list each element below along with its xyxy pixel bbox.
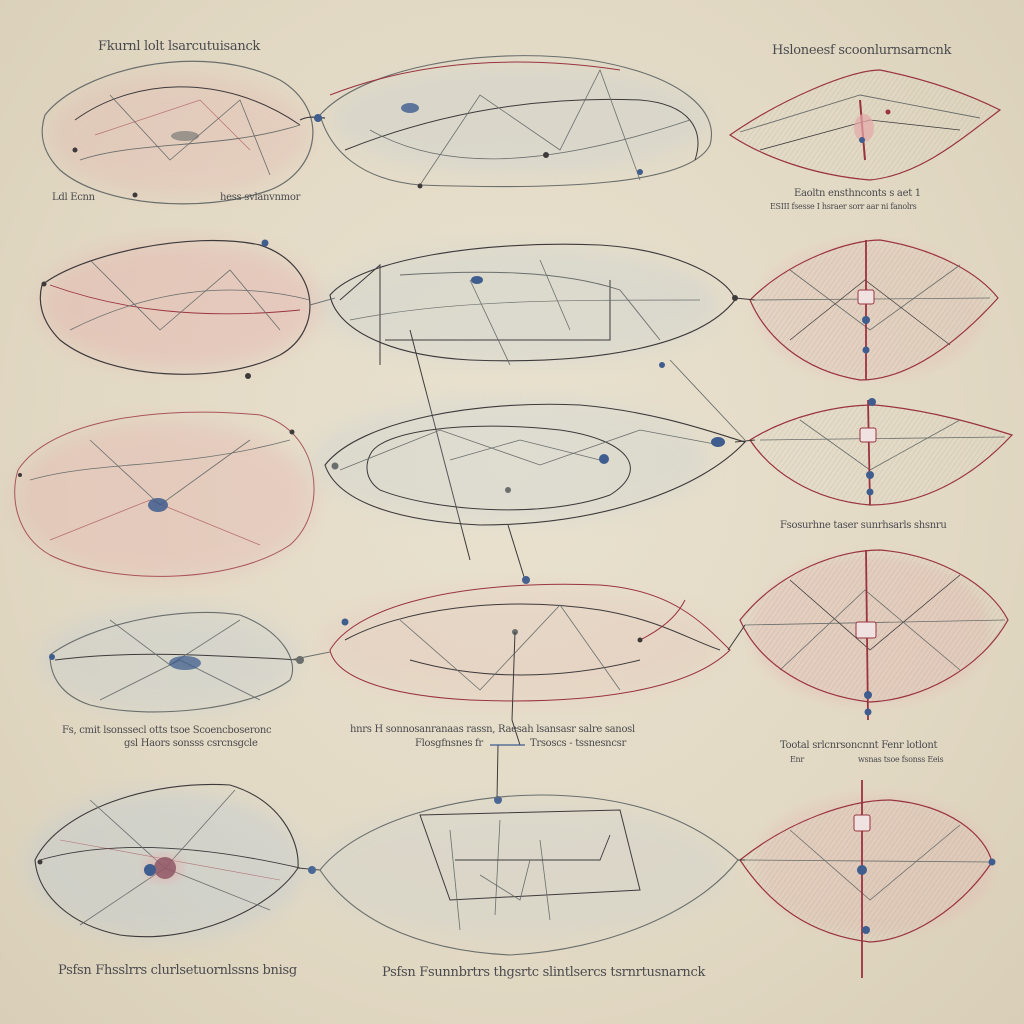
lens-shape-r1-left (41, 60, 314, 205)
lens-shape-r3-right (749, 398, 1014, 506)
node-r1-joint (314, 114, 322, 122)
wire-descending-r3 (507, 524, 526, 581)
caption-row4-left-b: gsl Haors sonsss csrcnsgcle (124, 738, 258, 749)
connector-r3-mid-right (734, 439, 756, 443)
lens-shape-r5-mid (310, 794, 739, 956)
wire-diagonal-r2 (669, 359, 746, 441)
connector-r2-mid-right (734, 297, 756, 301)
caption-row1-left-b: hess svlanvnmor (220, 192, 301, 203)
lens-shape-r3-mid (310, 395, 747, 526)
diagram-row-2 (39, 239, 999, 561)
diagram-row-4 (40, 549, 1009, 804)
caption-row1-left-a: Ldl Ecnn (52, 192, 95, 203)
caption-row3-right: Fsosurhne taser sunrhsarls shsnru (780, 520, 947, 531)
connector-r1-left-mid (299, 116, 326, 121)
caption-top-left-title: Fkurnl lolt lsarcutuisanck (98, 39, 261, 54)
caption-row4-mid-a: hnrs H sonnosanranaas rassn, Raesah lsan… (350, 724, 635, 735)
lens-shape-r1-mid (319, 55, 712, 189)
lens-shape-r5-right (739, 780, 996, 978)
diagram-row-3 (14, 395, 1014, 584)
lens-shape-r2-mid (320, 243, 738, 368)
caption-row4-right-c: wsnas tsoe fsonss Eeis (858, 755, 944, 764)
node-r3-drop (522, 576, 530, 584)
caption-bottom-mid: Psfsn Fsunnbrtrs thgsrtc slintlsercs tsr… (382, 965, 706, 980)
caption-row1-right-a: Eaoltn ensthnconts s aet 1 (794, 188, 921, 199)
caption-row1-right-b: ESIII fsesse I hsraer sorr aar ni fanolr… (770, 202, 917, 211)
lens-shape-r4-left (40, 605, 301, 715)
connector-r4-mid-right (727, 624, 746, 651)
lens-shape-r2-left (39, 239, 320, 379)
diagram-row-1 (41, 55, 1002, 205)
lens-shape-r4-right (739, 549, 1009, 721)
node-r4-joint (296, 656, 304, 664)
caption-row4-mid-c: Trsoscs - tssnesncsr (530, 738, 626, 749)
lens-shape-r4-mid (320, 583, 731, 705)
diagram-row-5 (25, 780, 996, 978)
caption-bottom-left: Psfsn Fhsslrrs clurlsetuornlssns bnisg (58, 963, 297, 978)
lens-shape-r3-left (14, 411, 315, 580)
caption-row4-right-b: Enr (790, 755, 804, 764)
caption-row4-mid-b: Flosgfnsnes fr (415, 738, 483, 749)
lens-shape-r2-right (749, 239, 999, 381)
lens-shape-r1-right (728, 69, 1002, 181)
caption-top-right-title: Hsloneesf scoonlurnsarncnk (772, 43, 952, 58)
caption-row4-right-a: Tootal srlcnrsoncnnt Fenr lotlont (780, 740, 938, 751)
lens-shape-r5-left (25, 783, 305, 940)
caption-row4-left-a: Fs, cmit lsonssecl otts tsoe Scoencboser… (62, 725, 272, 736)
